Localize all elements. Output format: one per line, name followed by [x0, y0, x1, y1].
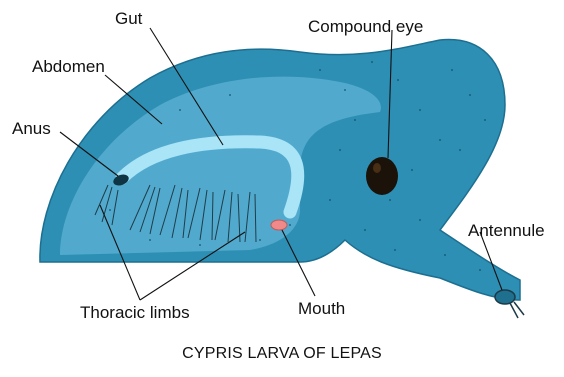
compound-eye: [366, 157, 398, 195]
label-thoracic-limbs: Thoracic limbs: [80, 304, 190, 321]
label-antennule: Antennule: [468, 222, 545, 239]
diagram-caption: CYPRIS LARVA OF LEPAS: [0, 345, 564, 363]
label-compound-eye: Compound eye: [308, 18, 423, 35]
label-mouth: Mouth: [298, 300, 345, 317]
eye-highlight: [373, 163, 381, 173]
label-anus: Anus: [12, 120, 51, 137]
label-gut: Gut: [115, 10, 142, 27]
mouth-opening: [271, 220, 287, 230]
label-abdomen: Abdomen: [32, 58, 105, 75]
